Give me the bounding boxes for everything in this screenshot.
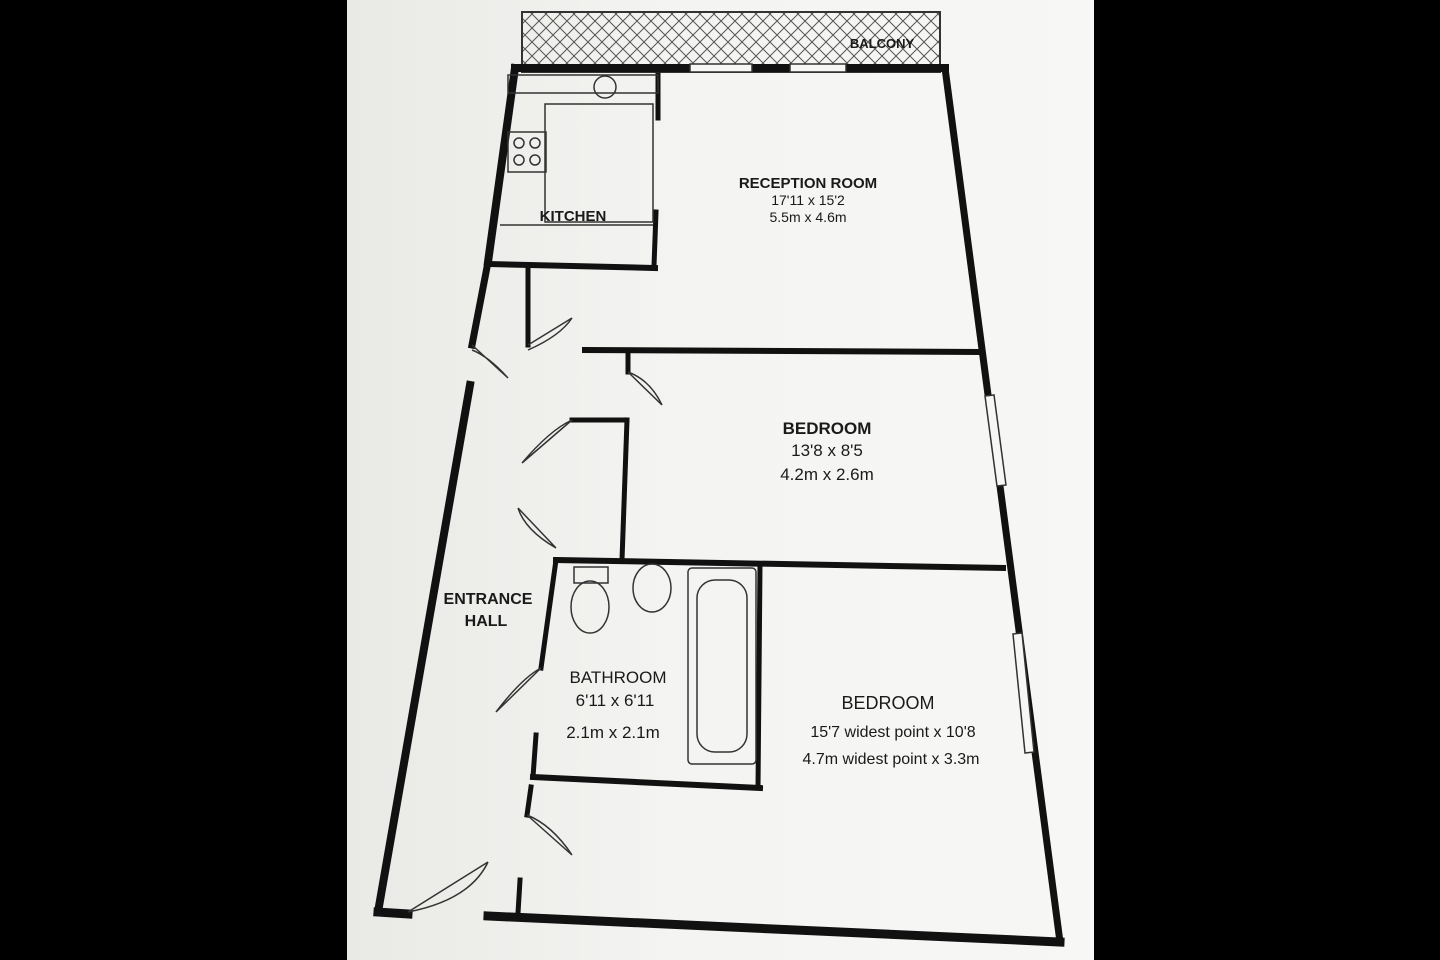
reception-size-imperial: 17'11 x 15'2: [771, 192, 845, 208]
inner-walls: [484, 72, 1007, 916]
reception-label: RECEPTION ROOM: [739, 175, 877, 192]
bedroom-1-label: BEDROOM: [783, 419, 872, 438]
bedroom-1-size-imperial: 13'8 x 8'5: [791, 441, 863, 460]
paper-sheet: [347, 0, 1094, 960]
toilet-icon: [570, 580, 610, 634]
kitchen-label: KITCHEN: [540, 208, 607, 225]
door-hall-upper: [471, 344, 509, 379]
window-bedroom-1: [984, 394, 1007, 487]
window-reception-2: [789, 63, 847, 73]
hall-label-line1: ENTRANCE: [444, 591, 533, 608]
bathroom-fixtures: [570, 563, 757, 765]
reception-size-metric: 5.5m x 4.6m: [769, 209, 846, 225]
door-bedroom-2: [526, 814, 573, 856]
door-cupboard-2: [517, 507, 557, 549]
door-cupboard: [521, 419, 573, 464]
balcony-area: [521, 11, 941, 73]
windows: [689, 63, 1035, 754]
basin-icon: [632, 563, 672, 613]
bedroom-2-label: BEDROOM: [841, 693, 934, 713]
window-bedroom-2: [1012, 632, 1035, 754]
window-reception-1: [689, 63, 753, 73]
bedroom-1-size-metric: 4.2m x 2.6m: [780, 465, 874, 484]
kitchen-island: [544, 103, 654, 223]
room-labels: KITCHEN RECEPTION ROOM 17'11 x 15'2 5.5m…: [444, 175, 980, 768]
door-bedroom-1: [627, 371, 663, 406]
kitchen-fixtures: [500, 74, 659, 226]
door-bathroom: [495, 667, 542, 713]
hall-label-line2: HALL: [465, 613, 508, 630]
bathroom-label: BATHROOM: [570, 668, 667, 687]
kitchen-sink-icon: [593, 75, 617, 99]
bathroom-size-metric: 2.1m x 2.1m: [566, 723, 660, 742]
toilet-cistern-icon: [573, 566, 609, 584]
bathroom-size-imperial: 6'11 x 6'11: [576, 691, 655, 710]
bedroom-2-size-metric: 4.7m widest point x 3.3m: [803, 751, 980, 768]
doors: [407, 317, 663, 913]
hob-icon: [507, 131, 547, 173]
bedroom-2-size-imperial: 15'7 widest point x 10'8: [810, 724, 975, 741]
outer-walls: [373, 63, 1065, 947]
kitchen-worktop-top: [507, 74, 659, 94]
door-reception: [527, 317, 573, 351]
bathtub-icon: [687, 567, 757, 765]
entrance-door: [407, 861, 489, 913]
balcony-label: BALCONY: [850, 36, 915, 51]
balcony: BALCONY: [521, 11, 941, 73]
